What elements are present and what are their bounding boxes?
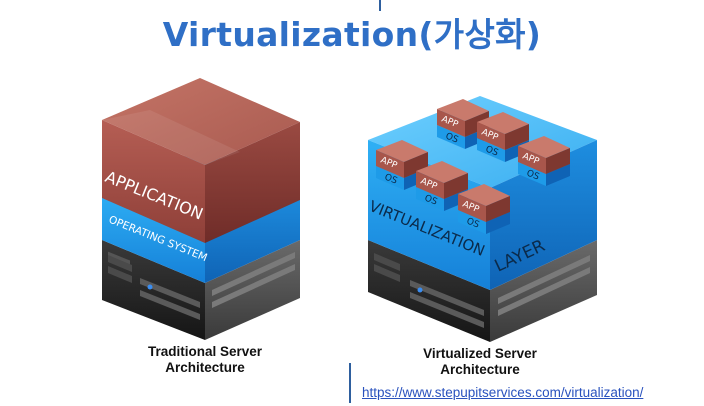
virtualized-caption-line1: Virtualized Server bbox=[423, 346, 537, 361]
traditional-application-layer bbox=[102, 78, 300, 243]
page-title: Virtualization(가상화) bbox=[162, 15, 542, 54]
traditional-caption-line2: Architecture bbox=[165, 360, 245, 375]
vm-os-label: OS bbox=[484, 145, 500, 159]
vm-os-label: OS bbox=[383, 173, 399, 187]
traditional-caption: Traditional Server Architecture bbox=[120, 344, 290, 376]
virtualized-caption: Virtualized Server Architecture bbox=[395, 346, 565, 378]
vm-os-label: OS bbox=[465, 217, 481, 231]
bottom-divider bbox=[349, 363, 351, 403]
traditional-caption-line1: Traditional Server bbox=[147, 344, 263, 359]
top-divider bbox=[379, 0, 381, 11]
source-link[interactable]: https://www.stepupitservices.com/virtual… bbox=[362, 385, 644, 400]
virtualized-server-icon bbox=[368, 240, 597, 342]
traditional-server-icon bbox=[102, 240, 300, 340]
traditional-stack: OPERATING SYSTEM APPLICATION bbox=[102, 78, 300, 340]
vm-os-label: OS bbox=[525, 169, 541, 183]
vm-os-label: OS bbox=[423, 194, 439, 208]
vm-os-label: OS bbox=[444, 132, 460, 146]
virtualized-caption-line2: Architecture bbox=[440, 362, 520, 377]
